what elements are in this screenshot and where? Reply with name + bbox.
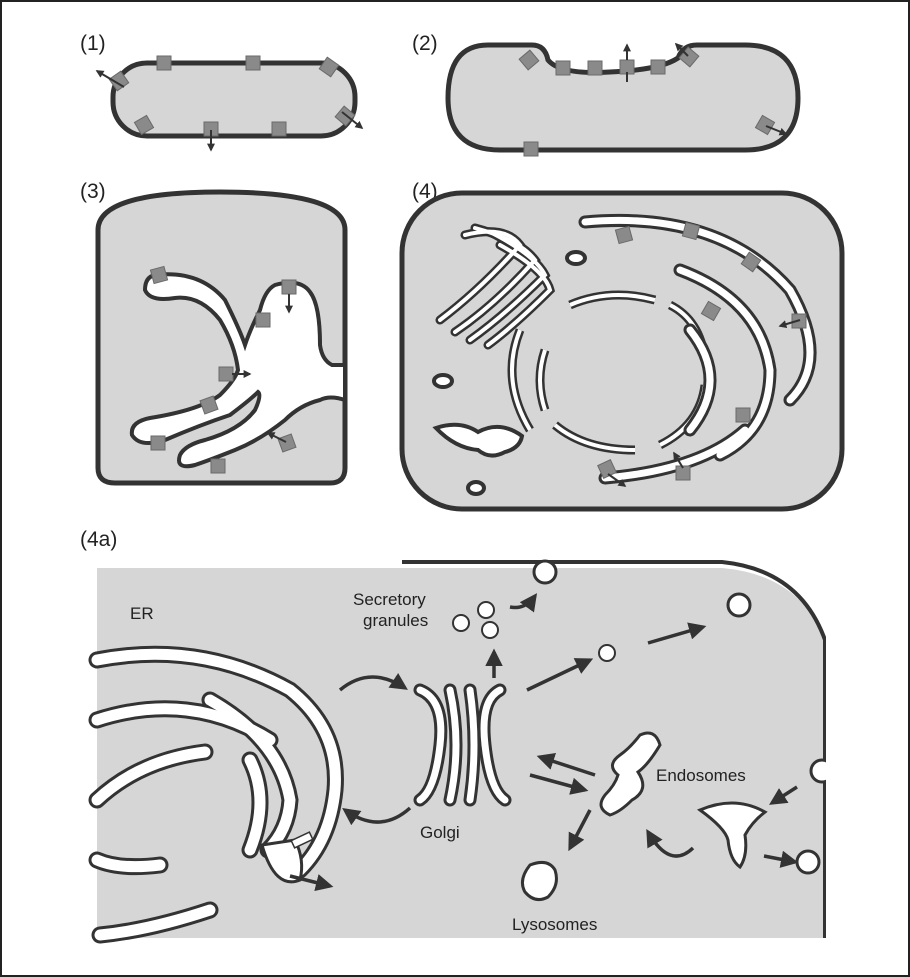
lysosome — [522, 862, 556, 899]
membrane-protein — [246, 56, 260, 70]
membrane-protein — [736, 408, 750, 422]
secretory-granule — [478, 602, 494, 618]
panel-4: (4) — [402, 180, 842, 509]
panel-4a-label: (4a) — [80, 528, 117, 551]
panel-3-label: (3) — [80, 180, 106, 203]
membrane-protein — [211, 459, 225, 473]
membrane-protein — [620, 60, 634, 74]
er-label: ER — [130, 604, 154, 623]
panel-4a: (4a) ER — [80, 528, 846, 940]
membrane-protein — [556, 61, 570, 75]
secretory-granule — [482, 622, 498, 638]
membrane-pore — [797, 851, 819, 873]
membrane-cover — [826, 600, 846, 940]
membrane-protein — [615, 226, 632, 243]
membrane-protein — [219, 367, 233, 381]
membrane-protein — [676, 466, 690, 480]
vesicle — [468, 482, 484, 494]
secretory-label-line1: Secretory — [353, 590, 426, 609]
golgi-label: Golgi — [420, 823, 460, 842]
membrane-protein — [682, 222, 699, 239]
membrane-protein — [151, 436, 165, 450]
membrane-protein — [524, 142, 538, 156]
membrane-protein — [282, 280, 296, 294]
secretory-granule — [453, 615, 469, 631]
membrane-protein — [272, 122, 286, 136]
membrane-protein — [256, 313, 270, 327]
membrane-protein — [588, 61, 602, 75]
vesicle — [567, 252, 585, 264]
panel-2: (2) — [412, 32, 798, 156]
membrane-pore — [534, 561, 556, 583]
secretory-label-line2: granules — [363, 611, 428, 630]
panel-1: (1) — [80, 32, 362, 150]
panel-1-label: (1) — [80, 32, 106, 55]
transport-vesicle — [599, 645, 615, 661]
vesicle — [434, 375, 452, 387]
membrane-pore — [728, 594, 750, 616]
membrane-protein — [651, 60, 665, 74]
lysosomes-label: Lysosomes — [512, 915, 597, 934]
panel-3: (3) — [80, 180, 345, 483]
panel-2-label: (2) — [412, 32, 438, 55]
endosomes-label: Endosomes — [656, 766, 746, 785]
membrane-protein — [150, 266, 167, 283]
membrane-protein — [157, 56, 171, 70]
